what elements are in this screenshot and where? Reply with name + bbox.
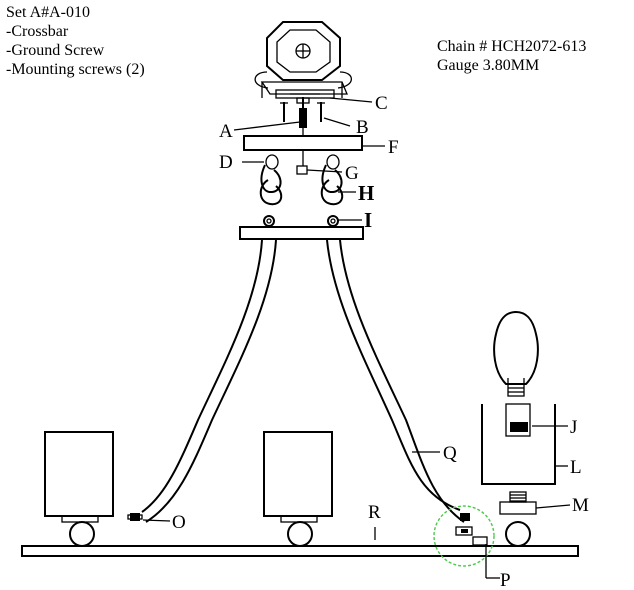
label-o: O xyxy=(172,512,186,533)
set-item-ground-screw: -Ground Screw xyxy=(6,42,105,59)
light-bulb xyxy=(493,310,539,397)
label-m: M xyxy=(572,495,589,516)
chain-spec: Chain # HCH2072-613 Gauge 3.80MM xyxy=(437,37,586,75)
crossbar xyxy=(260,81,348,99)
set-parts-list: Set A#A-010 -Crossbar -Ground Screw -Mou… xyxy=(6,3,145,79)
label-j: J xyxy=(570,417,577,438)
label-r: R xyxy=(368,502,381,523)
highlight-circle xyxy=(433,505,495,567)
fixture-arms xyxy=(141,239,465,523)
set-item-crossbar: -Crossbar xyxy=(6,23,69,40)
set-number: Set A#A-010 xyxy=(6,4,90,21)
label-p: P xyxy=(500,570,511,590)
leader-lines xyxy=(142,97,571,579)
set-item-mounting-screws: -Mounting screws (2) xyxy=(6,61,145,78)
fixture-loops xyxy=(263,215,339,227)
junction-box xyxy=(254,21,353,89)
label-d: D xyxy=(219,152,233,173)
label-q: Q xyxy=(443,443,457,464)
chain-links xyxy=(259,164,344,206)
middle-shade xyxy=(263,431,333,547)
left-shade xyxy=(44,431,114,547)
mounting-screws xyxy=(280,97,325,128)
label-c: C xyxy=(375,93,388,114)
right-shade xyxy=(481,403,556,547)
wire-connectors xyxy=(127,513,488,546)
label-g: G xyxy=(345,163,359,184)
chain-gauge: Gauge 3.80MM xyxy=(437,57,540,74)
label-b: B xyxy=(356,117,369,138)
label-i: I xyxy=(364,208,372,232)
canopy xyxy=(243,128,363,166)
label-l: L xyxy=(570,457,582,478)
base-bar xyxy=(21,527,579,557)
label-h: H xyxy=(358,181,374,205)
label-a: A xyxy=(219,121,233,142)
label-f: F xyxy=(388,137,399,158)
chain-number: Chain # HCH2072-613 xyxy=(437,38,587,55)
fixture-top-plate xyxy=(239,226,364,240)
